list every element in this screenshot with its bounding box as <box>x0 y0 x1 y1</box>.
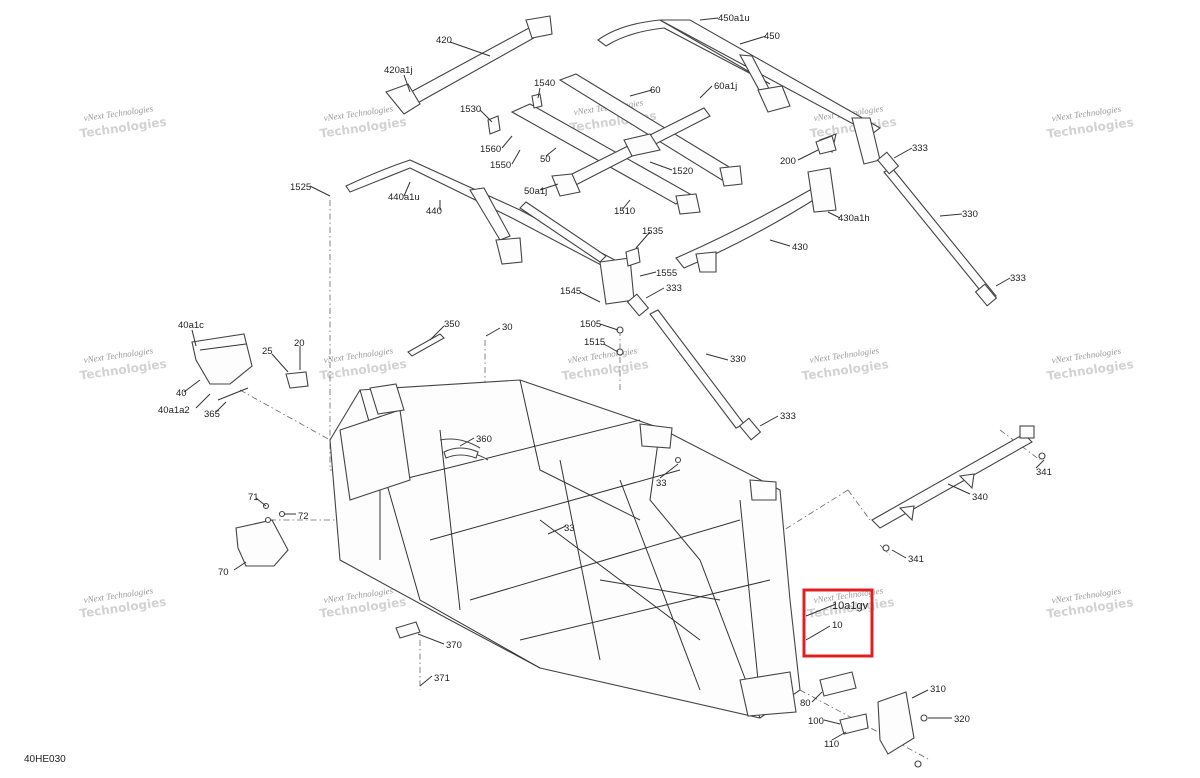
label-371: 371 <box>434 673 450 684</box>
label-1515: 1515 <box>584 337 605 348</box>
label-370: 370 <box>446 640 462 651</box>
label-340: 340 <box>972 492 988 503</box>
tube-330-right <box>876 151 998 307</box>
label-333-lower: 333 <box>780 411 796 422</box>
label-330-right: 330 <box>962 209 978 220</box>
roof-rails-50-60 <box>510 73 743 215</box>
label-71: 71 <box>248 492 259 503</box>
label-450a1u: 450a1u <box>718 13 750 24</box>
label-1535: 1535 <box>642 226 663 237</box>
label-10a1gv: 10a1gv <box>832 600 869 612</box>
label-440: 440 <box>426 206 442 217</box>
label-1530: 1530 <box>460 104 481 115</box>
tube-340 <box>871 425 1035 529</box>
label-1540: 1540 <box>534 78 555 89</box>
label-1520: 1520 <box>672 166 693 177</box>
label-20: 20 <box>294 338 305 349</box>
label-320: 320 <box>954 714 970 725</box>
label-1545: 1545 <box>560 286 581 297</box>
label-341-top: 341 <box>1036 467 1052 478</box>
label-110: 110 <box>824 739 839 750</box>
label-1550: 1550 <box>490 160 511 171</box>
label-333-center: 333 <box>666 283 682 294</box>
label-72: 72 <box>298 511 309 522</box>
roll-cage-450 <box>597 19 882 165</box>
label-80: 80 <box>800 698 811 709</box>
tube-420 <box>385 15 553 115</box>
label-310: 310 <box>930 684 946 695</box>
label-40a1a2: 40a1a2 <box>158 405 190 416</box>
label-430a1h: 430a1h <box>838 213 870 224</box>
label-440a1u: 440a1u <box>388 192 420 203</box>
label-10: 10 <box>832 620 843 631</box>
label-333-right: 333 <box>1010 273 1026 284</box>
label-60: 60 <box>650 85 661 96</box>
tube-430 <box>675 133 837 273</box>
label-200: 200 <box>780 156 796 167</box>
label-50: 50 <box>540 154 551 165</box>
label-30: 30 <box>502 322 513 333</box>
label-33-right: 33 <box>656 478 667 489</box>
label-100: 100 <box>808 716 824 727</box>
label-33-center: 33 <box>564 523 575 534</box>
tube-330-center <box>626 293 762 441</box>
label-1505: 1505 <box>580 319 601 330</box>
roll-cage-440 <box>345 159 635 305</box>
drawing-code: 40HE030 <box>24 754 66 765</box>
label-1525: 1525 <box>290 182 311 193</box>
label-50a1j: 50a1j <box>524 186 547 197</box>
label-1560: 1560 <box>480 144 501 155</box>
label-1510: 1510 <box>614 206 635 217</box>
label-450: 450 <box>764 31 780 42</box>
label-365: 365 <box>204 409 220 420</box>
label-40: 40 <box>176 388 187 399</box>
small-parts <box>191 93 1046 768</box>
label-420a1j: 420a1j <box>384 65 413 76</box>
label-60a1j: 60a1j <box>714 81 737 92</box>
part-labels: 420 420a1j 450a1u 450 1540 60 60a1j 1530… <box>158 13 1052 750</box>
label-25: 25 <box>262 346 273 357</box>
label-350: 350 <box>444 319 460 330</box>
leader-lines <box>183 17 1045 741</box>
label-430: 430 <box>792 242 808 253</box>
label-341-bottom: 341 <box>908 554 924 565</box>
label-420: 420 <box>436 35 452 46</box>
label-330-center: 330 <box>730 354 746 365</box>
highlight-box <box>802 588 874 658</box>
label-70: 70 <box>218 567 229 578</box>
label-360: 360 <box>476 434 492 445</box>
main-chassis-frame <box>329 379 801 719</box>
label-333-top: 333 <box>912 143 928 154</box>
label-1555: 1555 <box>656 268 677 279</box>
label-40a1c: 40a1c <box>178 320 204 331</box>
